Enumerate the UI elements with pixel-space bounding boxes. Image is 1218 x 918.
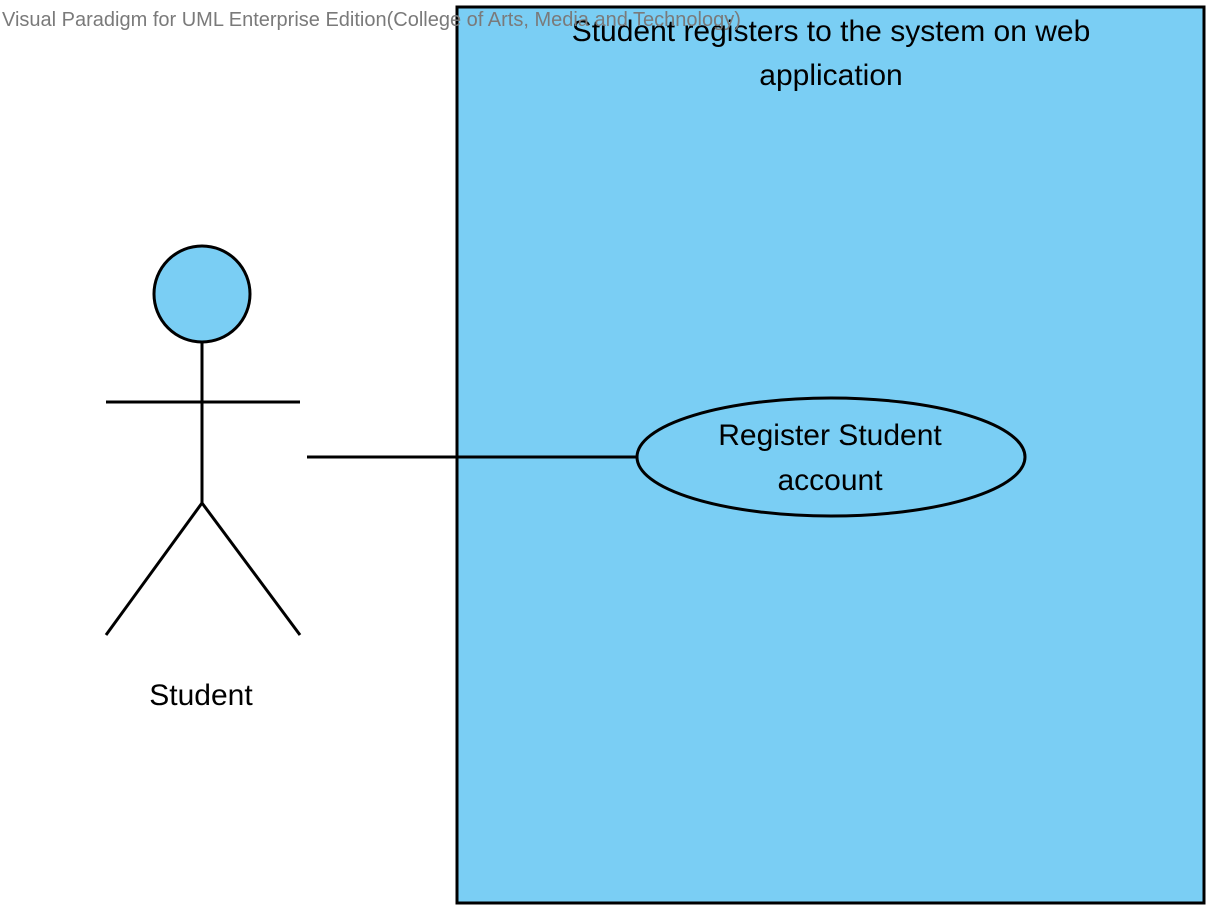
system-boundary-title-line1: Student registers to the system on web xyxy=(571,15,1091,48)
use-case-ellipse[interactable] xyxy=(635,396,1027,518)
actor-head xyxy=(152,244,252,344)
system-boundary-title: Student registers to the system on web a… xyxy=(457,10,1205,98)
actor-right-leg xyxy=(200,502,302,636)
actor-figure[interactable] xyxy=(104,244,302,636)
use-case-label-line2: account xyxy=(777,464,883,497)
use-case-label: Register Student account xyxy=(660,413,1000,503)
actor-left-leg xyxy=(104,502,204,636)
actor-label: Student xyxy=(149,679,253,712)
use-case-label-line1: Register Student xyxy=(718,419,942,452)
system-boundary-title-line2: application xyxy=(759,59,903,92)
watermark-text: Visual Paradigm for UML Enterprise Editi… xyxy=(2,9,741,31)
